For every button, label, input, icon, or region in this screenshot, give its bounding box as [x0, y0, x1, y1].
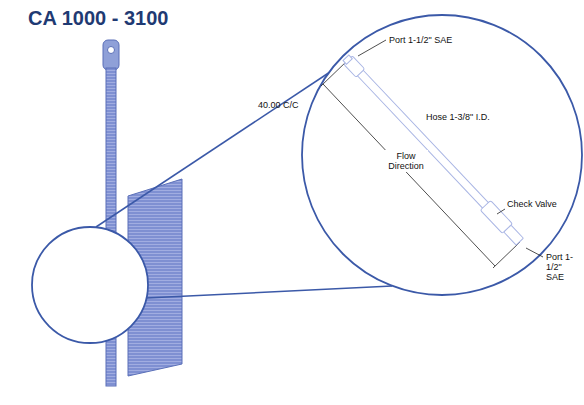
- diagram-title: CA 1000 - 3100: [28, 6, 168, 30]
- port-label: Port 1-1/2" SAE: [389, 35, 452, 45]
- valve-label: Check Valve: [507, 199, 557, 209]
- dimension-label: 40.00 C/C: [258, 100, 299, 110]
- hose-label: Hose 1-3/8" I.D.: [426, 112, 490, 122]
- port-label: Port 1-1/2" SAE: [546, 252, 578, 282]
- flow-label: Flow Direction: [384, 150, 428, 172]
